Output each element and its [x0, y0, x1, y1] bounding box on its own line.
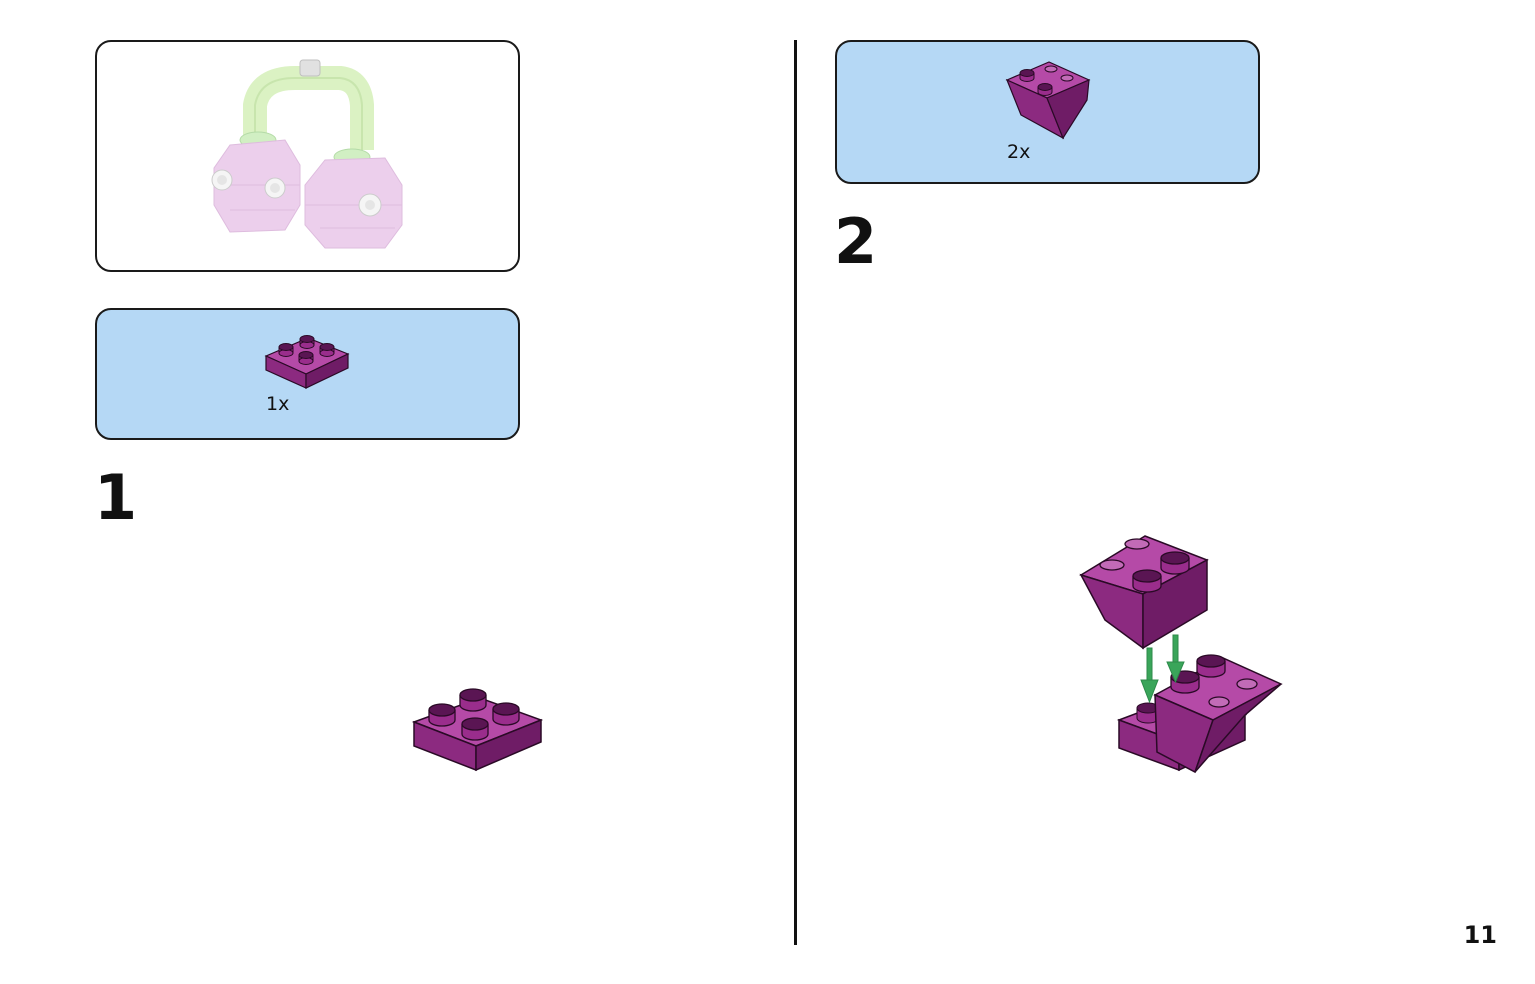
page-number: 11 — [1463, 921, 1497, 949]
plate-2x2-icon — [264, 335, 350, 389]
cherries-model-preview-image — [211, 59, 403, 249]
step-1-number: 1 — [94, 461, 138, 534]
page-divider — [794, 40, 797, 945]
step-1-part-quantity: 1x — [266, 393, 290, 415]
step-1-plate-model — [411, 688, 544, 772]
step-2-parts-panel — [835, 40, 1260, 184]
step-2-number: 2 — [834, 205, 878, 278]
inverted-slope-brick-icon — [1005, 61, 1091, 140]
step-2-part-quantity: 2x — [1007, 141, 1031, 163]
step-2-assembly-model — [1079, 535, 1283, 774]
